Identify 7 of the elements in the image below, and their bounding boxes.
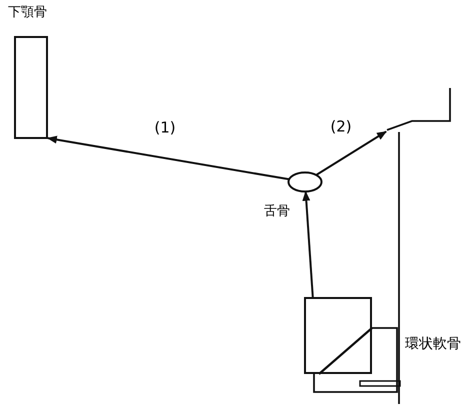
arrow (46, 136, 290, 180)
arrow (316, 130, 387, 176)
arrow (302, 190, 314, 298)
cartilage-label: 環状軟骨 (405, 337, 461, 351)
bone-label: 舌骨 (264, 205, 290, 218)
bone-label: 下顎骨 (8, 6, 47, 19)
square-box (304, 297, 372, 374)
